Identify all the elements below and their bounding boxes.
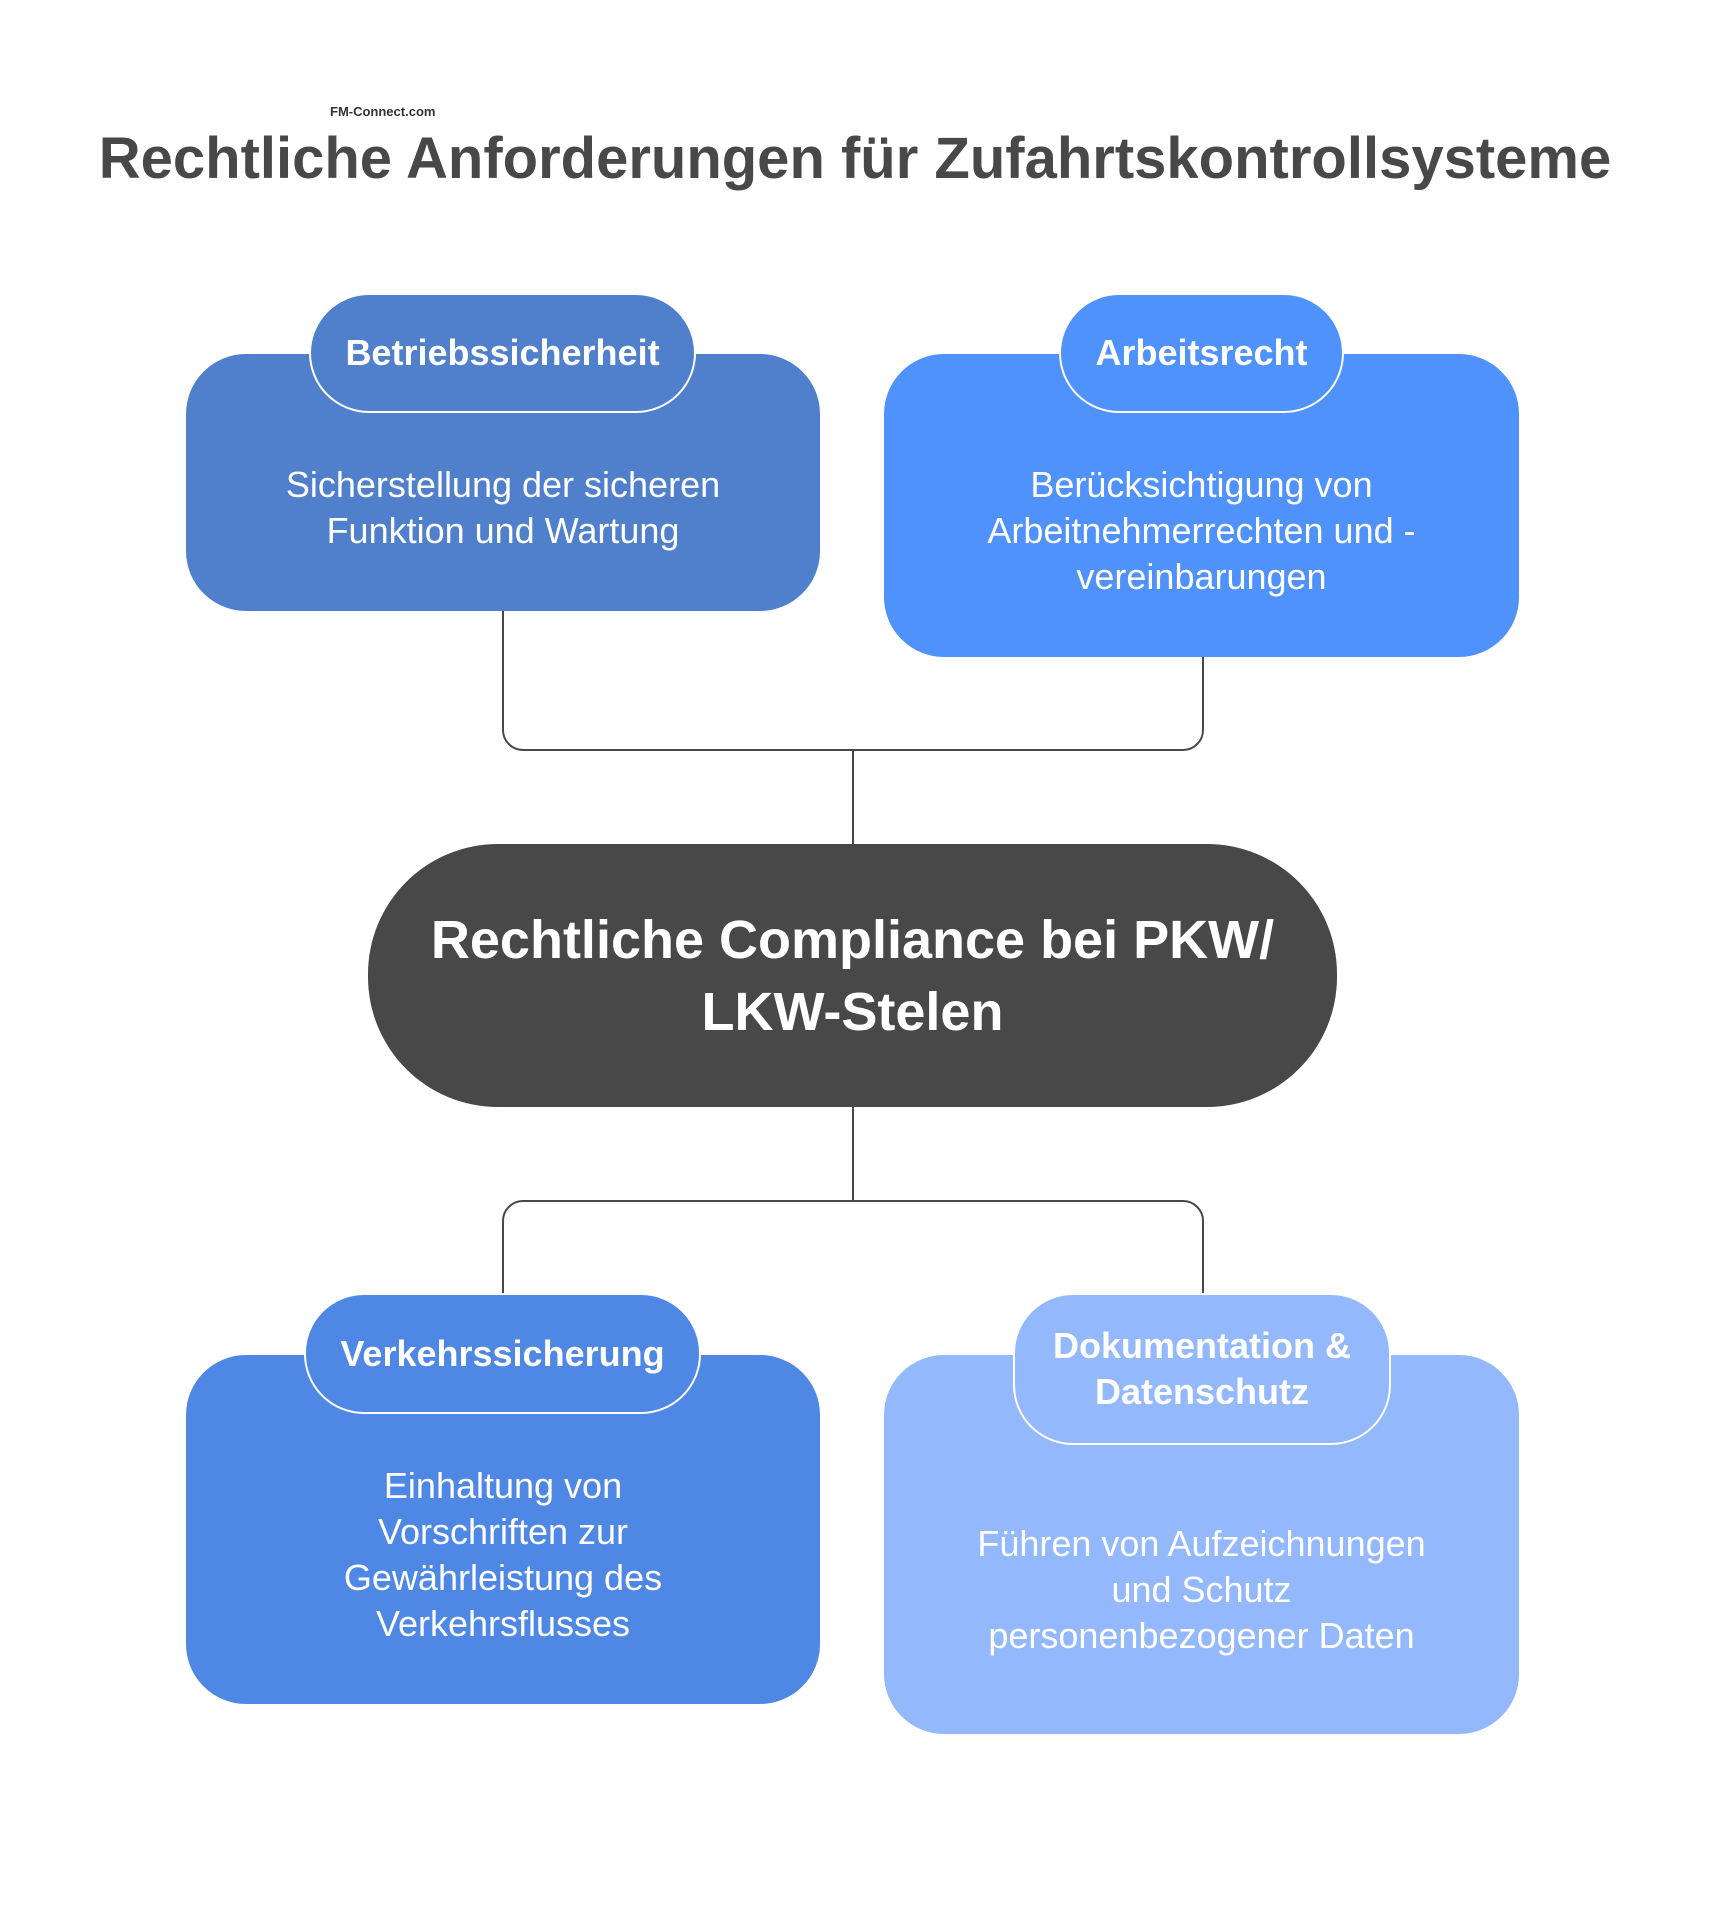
node-title-dokumentation: Dokumentation & Datenschutz	[1013, 1293, 1391, 1445]
logo: FM-Connect.com	[330, 104, 436, 119]
node-text: Einhaltung von Vorschriften zur Gewährle…	[343, 1464, 663, 1644]
node-text: Berücksichtigung von Arbeitnehmerrechten…	[987, 463, 1416, 597]
top-connector	[502, 611, 1204, 844]
node-title-betriebssicherheit: Betriebssicherheit	[309, 293, 696, 413]
node-text: Führen von Aufzeichnungen und Schutz per…	[977, 1522, 1426, 1656]
node-title-verkehrssicherung: Verkehrssicherung	[304, 1293, 701, 1414]
bottom-connector	[502, 1107, 1204, 1293]
node-text: Sicherstellung der sicheren Funktion und…	[285, 463, 721, 551]
page-title: Rechtliche Anforderungen für Zufahrtskon…	[98, 126, 1612, 191]
central-node: Rechtliche Compliance bei PKW/ LKW-Stele…	[368, 844, 1337, 1107]
node-title-arbeitsrecht: Arbeitsrecht	[1059, 293, 1344, 413]
